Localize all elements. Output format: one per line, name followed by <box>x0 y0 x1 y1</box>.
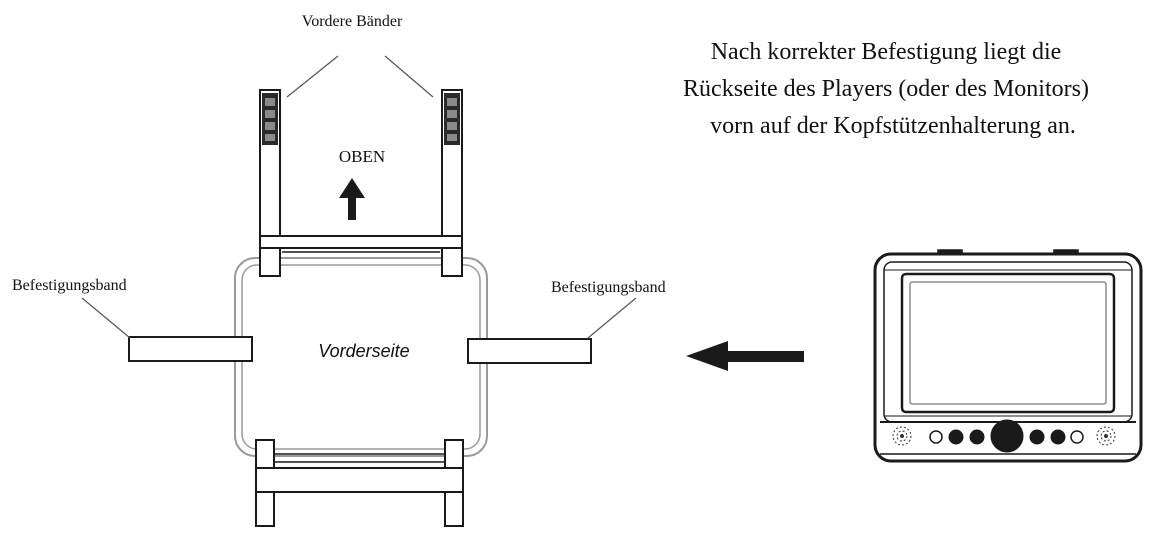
instruction-line-3: vorn auf der Kopfstützenhalterung an. <box>710 113 1076 139</box>
front-straps-label: Vordere Bänder <box>302 13 403 30</box>
up-arrow-icon <box>339 178 365 220</box>
top-crossbar <box>259 235 463 249</box>
strap-right-label: Befestigungsband <box>551 279 666 296</box>
bottom-crossbar <box>255 467 464 493</box>
top-clamp-left <box>259 247 281 277</box>
left-arrow-icon <box>686 341 804 371</box>
instruction-line-2: Rückseite des Players (oder des Monitors… <box>683 76 1089 102</box>
speaker-left <box>892 426 912 446</box>
side-strap-left <box>128 336 253 362</box>
top-clamp-right <box>441 247 463 277</box>
side-strap-right <box>467 338 592 364</box>
strap-buckle-right <box>444 93 460 145</box>
leader-front-strap-left <box>286 55 339 98</box>
instruction-line-1: Nach korrekter Befestigung liegt die <box>711 39 1062 65</box>
leader-lines <box>81 55 637 339</box>
strap-buckle-left <box>262 93 278 145</box>
leader-front-strap-right <box>384 55 434 98</box>
player-button-6 <box>1070 430 1084 444</box>
player-device <box>873 249 1143 463</box>
leader-strap-right <box>587 297 637 339</box>
player-control-dial <box>990 419 1024 453</box>
front-side-label: Vorderseite <box>318 341 409 361</box>
leader-strap-left <box>81 297 131 339</box>
strap-left-label: Befestigungsband <box>12 277 127 294</box>
player-button-4 <box>1029 429 1045 445</box>
instruction-text: Nach korrekter Befestigung liegt die Rüc… <box>683 39 1089 139</box>
player-button-2 <box>948 429 964 445</box>
player-button-5 <box>1050 429 1066 445</box>
speaker-right <box>1096 426 1116 446</box>
up-label: OBEN <box>339 147 385 166</box>
player-button-3 <box>969 429 985 445</box>
player-button-1 <box>929 430 943 444</box>
headrest-mount <box>128 89 592 527</box>
